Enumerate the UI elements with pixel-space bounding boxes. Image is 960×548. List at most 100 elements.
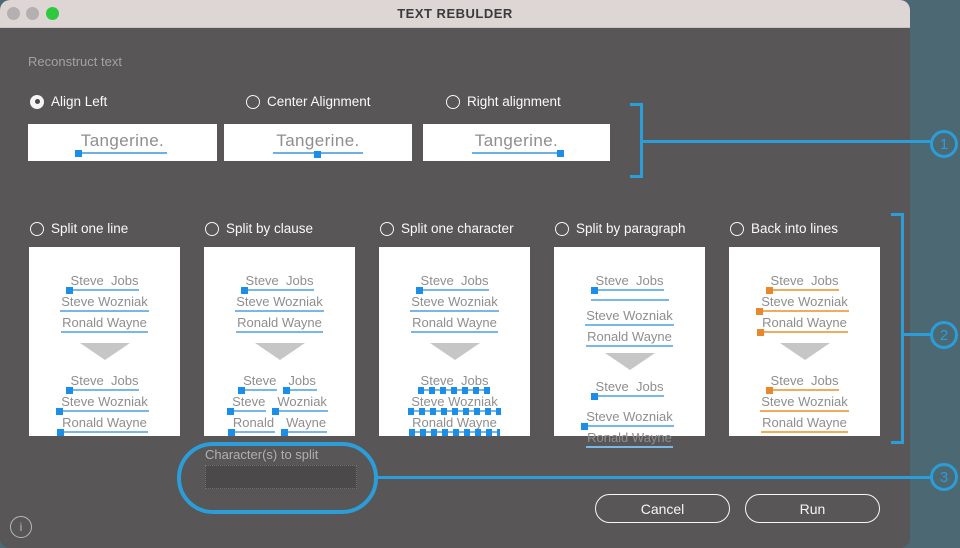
- preview-line: Steve Wozniak: [60, 393, 149, 412]
- radio-button-icon[interactable]: [30, 94, 44, 109]
- info-icon[interactable]: i: [10, 516, 32, 538]
- annotation-number-3: 3: [930, 463, 958, 491]
- marker-icon: [65, 287, 73, 294]
- preview-split-by-clause: Steve Jobs Steve Wozniak Ronald Wayne St…: [204, 247, 355, 436]
- arrow-down-icon: [254, 343, 305, 360]
- preview-split-by-paragraph: Steve Jobs Steve Wozniak Ronald Wayne St…: [554, 247, 705, 448]
- marker-icon: [240, 287, 248, 294]
- marker-icon: [227, 429, 235, 436]
- radio-button-icon[interactable]: [380, 221, 394, 236]
- marker-icon: [765, 387, 773, 394]
- title-bar: TEXT REBULDER: [0, 0, 910, 28]
- radio-label: Split by paragraph: [576, 221, 686, 236]
- marker-icon: [65, 387, 73, 394]
- preview-line: Steve Wozniak: [410, 393, 499, 412]
- split-character-label: Character(s) to split: [205, 447, 319, 462]
- preview-line: Steve Wozniak: [410, 293, 499, 312]
- radio-button-icon[interactable]: [30, 221, 44, 236]
- arrow-down-icon: [604, 353, 655, 370]
- radio-align-left[interactable]: Align Left: [30, 94, 107, 109]
- cursor-marker-icon: [313, 151, 321, 158]
- radio-back-into-lines[interactable]: Back into lines: [730, 221, 838, 236]
- preview-split-one-character: Steve Jobs Steve Wozniak Ronald Wayne St…: [379, 247, 530, 436]
- radio-split-by-paragraph[interactable]: Split by paragraph: [555, 221, 686, 236]
- radio-label: Split one character: [401, 221, 514, 236]
- radio-label: Split one line: [51, 221, 129, 236]
- radio-label: Center Alignment: [267, 94, 371, 109]
- marker-icon: [272, 408, 280, 415]
- preview-word: Steve: [242, 372, 278, 391]
- preview-line: Steve Jobs: [69, 272, 140, 291]
- preview-word: Wayne: [285, 414, 328, 433]
- marker-icon: [56, 408, 64, 415]
- cursor-marker-icon: [557, 150, 565, 157]
- preview-line: Ronald Wayne: [61, 314, 148, 333]
- window-title: TEXT REBULDER: [397, 6, 513, 21]
- annotation-line-3: [376, 476, 931, 479]
- cancel-button[interactable]: Cancel: [595, 494, 730, 523]
- preview-line: Steve Jobs: [419, 272, 490, 291]
- preview-word: Wozniak: [276, 393, 328, 412]
- preview-back-into-lines: Steve Jobs Steve Wozniak Ronald Wayne St…: [729, 247, 880, 436]
- preview-line: Ronald Wayne: [236, 314, 323, 333]
- zoom-window-button[interactable]: [46, 7, 59, 20]
- preview-line: Steve Wozniak: [60, 293, 149, 312]
- preview-center-alignment: Tangerine.: [224, 124, 412, 161]
- preview-line: Steve Jobs: [419, 372, 490, 391]
- preview-line: Ronald Wayne: [586, 429, 673, 448]
- arrow-down-icon: [429, 343, 480, 360]
- preview-word: Ronald: [231, 414, 276, 433]
- radio-split-one-line[interactable]: Split one line: [30, 221, 128, 236]
- close-window-button[interactable]: [7, 7, 20, 20]
- preview-line: Steve Wozniak: [760, 293, 849, 312]
- preview-line: Ronald Wayne: [411, 314, 498, 333]
- annotation-line-1: [641, 140, 931, 143]
- preview-line: Steve Jobs: [244, 272, 315, 291]
- section-label: Reconstruct text: [28, 54, 122, 69]
- radio-button-icon[interactable]: [730, 221, 744, 236]
- marker-icon: [415, 287, 423, 294]
- preview-split-one-line: Steve Jobs Steve Wozniak Ronald Wayne St…: [29, 247, 180, 436]
- marker-icon: [756, 308, 764, 315]
- arrow-down-icon: [79, 343, 130, 360]
- annotation-number-1: 1: [930, 130, 958, 158]
- preview-right-alignment: Tangerine.: [423, 124, 610, 161]
- annotation-number-2: 2: [930, 321, 958, 349]
- char-markers-row: Steve Wozniak: [408, 393, 502, 415]
- radio-button-icon[interactable]: [555, 221, 569, 236]
- radio-button-icon[interactable]: [446, 94, 460, 109]
- radio-label: Back into lines: [751, 221, 839, 236]
- minimize-window-button[interactable]: [26, 7, 39, 20]
- preview-align-left: Tangerine.: [28, 124, 217, 161]
- preview-line: Ronald Wayne: [61, 414, 148, 433]
- radio-split-one-character[interactable]: Split one character: [380, 221, 514, 236]
- preview-word: Tangerine.: [471, 131, 565, 157]
- radio-label: Right alignment: [467, 94, 561, 109]
- radio-split-by-clause[interactable]: Split by clause: [205, 221, 313, 236]
- preview-line: Steve Jobs: [594, 378, 665, 397]
- run-button[interactable]: Run: [745, 494, 880, 523]
- radio-button-icon[interactable]: [246, 94, 260, 109]
- radio-label: Split by clause: [226, 221, 314, 236]
- split-character-input[interactable]: [205, 465, 357, 489]
- annotation-capsule-3: [177, 442, 378, 514]
- marker-icon: [227, 408, 235, 415]
- radio-center-alignment[interactable]: Center Alignment: [246, 94, 371, 109]
- radio-right-alignment[interactable]: Right alignment: [446, 94, 561, 109]
- preview-line: Ronald Wayne: [586, 328, 673, 347]
- preview-line: Steve Wozniak: [760, 393, 849, 412]
- preview-line: Steve Wozniak: [585, 408, 674, 427]
- preview-line: Steve Jobs: [769, 372, 840, 391]
- annotation-bracket-2: [891, 213, 904, 444]
- preview-word: Steve: [231, 393, 267, 412]
- preview-line: Steve Jobs: [769, 272, 840, 291]
- preview-word: Tangerine.: [273, 131, 363, 158]
- marker-icon: [238, 387, 246, 394]
- preview-line: Steve Jobs: [69, 372, 140, 391]
- marker-icon: [590, 287, 598, 294]
- radio-button-icon[interactable]: [205, 221, 219, 236]
- marker-icon: [281, 429, 289, 436]
- preview-line: Steve Wozniak: [235, 293, 324, 312]
- cursor-marker-icon: [74, 150, 82, 157]
